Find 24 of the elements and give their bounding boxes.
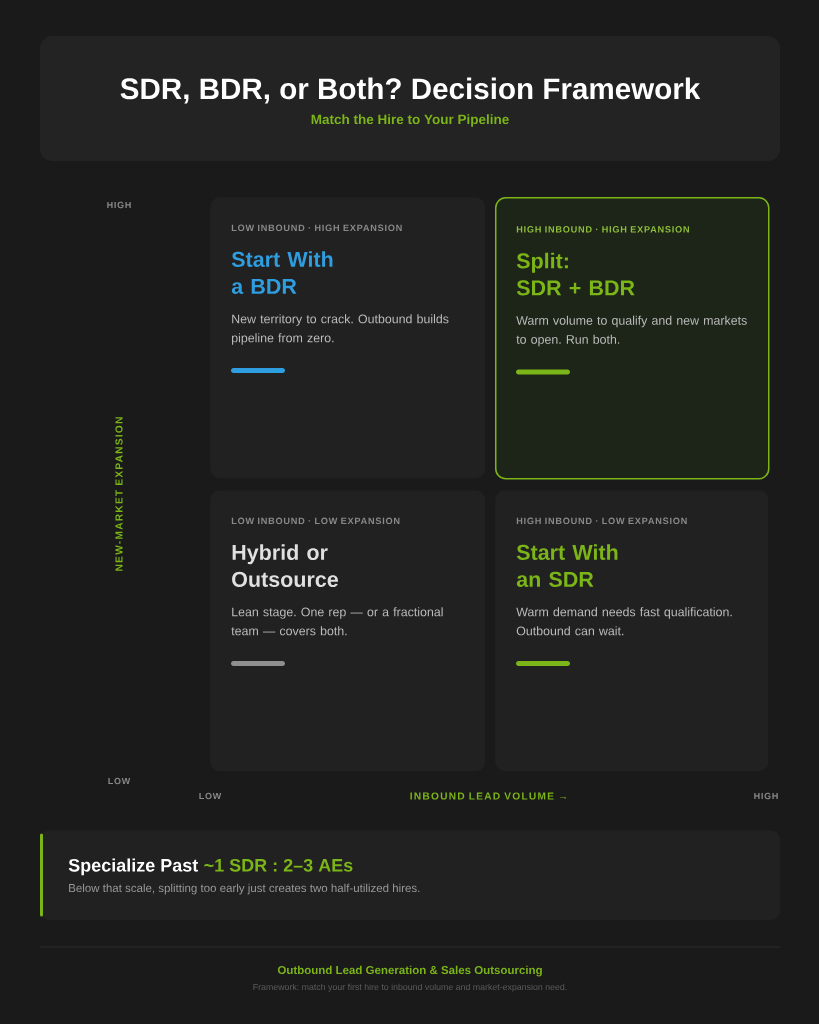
axis-tick-label: HIGH [754,792,778,800]
quadrant-heading: Hybrid or Outsource [232,544,338,587]
quadrant-tag: LOW INBOUND · HIGH EXPANSION [231,224,402,232]
axis-title: INBOUND LEAD VOLUME → [410,792,567,800]
quadrant-heading: Start With an SDR [516,544,618,587]
quadrant-tag: HIGH INBOUND · LOW EXPANSION [516,517,687,525]
axis-tick-label: LOW [108,777,131,785]
quadrant-heading: Split: SDR + BDR [516,252,635,296]
callout-text: Below that scale, splitting too early just creates two half-utilized hires. [69,883,420,895]
quadrant-description: New territory to crack. Outbound builds pipeline from zero. [232,314,449,345]
quadrant-heading: Start With a BDR [231,251,333,294]
quadrant-description: Warm demand needs fast qualification. Outbound can wait. [516,607,732,636]
title: SDR, BDR, or Both? Decision Framework [120,77,701,104]
axis-tick-label: HIGH [107,201,131,209]
quadrant-description: Lean stage. One rep — or a fractional team — covers both. [231,607,443,636]
quadrant-description: Warm volume to qualify and new markets to open. Run both. [516,315,747,347]
ratio-highlight: ~1 SDR : 2–3 AEs [204,858,353,872]
quadrant-tag: LOW INBOUND · LOW EXPANSION [231,517,400,525]
callout-heading: Specialize Past [68,858,199,876]
footer-text: Outbound Lead Generation & Sales Outsourcing [277,965,542,977]
quadrant-tag: HIGH INBOUND · HIGH EXPANSION [516,226,689,233]
axis-tick-label: LOW [199,792,222,800]
subtitle: Match the Hire to Your Pipeline [311,114,509,127]
axis-title: NEW-MARKET EXPANSION [115,417,123,571]
